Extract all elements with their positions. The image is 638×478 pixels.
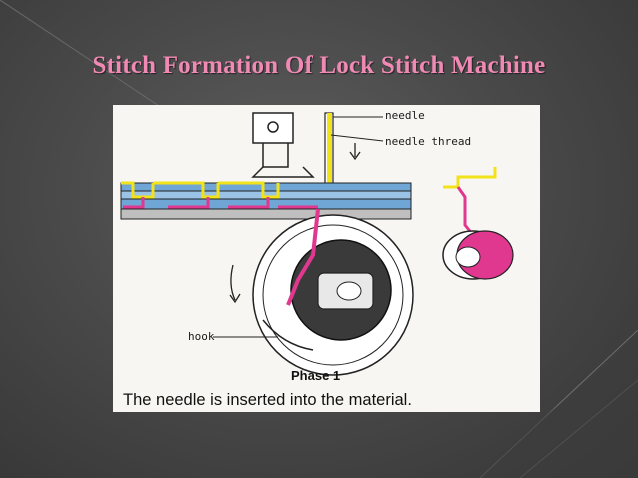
needle-thread-label: needle thread	[385, 135, 472, 148]
presser-foot	[251, 112, 315, 178]
phase-label: Phase 1	[291, 368, 341, 383]
stitch-diagram: needle needle thread hook Phase 1 The ne…	[113, 105, 540, 412]
needle-label: needle	[385, 109, 425, 122]
decor-shape	[470, 340, 638, 478]
down-arrow-icon	[349, 143, 361, 161]
slide-title: Stitch Formation Of Lock Stitch Machine	[92, 52, 546, 79]
figure-caption: The needle is inserted into the material…	[123, 391, 412, 409]
stitch-marks	[121, 181, 318, 209]
pink-thread	[286, 208, 320, 306]
stitch-diagram-drawing	[120, 112, 514, 376]
bobbin	[442, 167, 514, 280]
hook-label: hook	[188, 330, 215, 343]
rotary-hook	[229, 214, 414, 376]
fabric-layers	[120, 182, 412, 220]
